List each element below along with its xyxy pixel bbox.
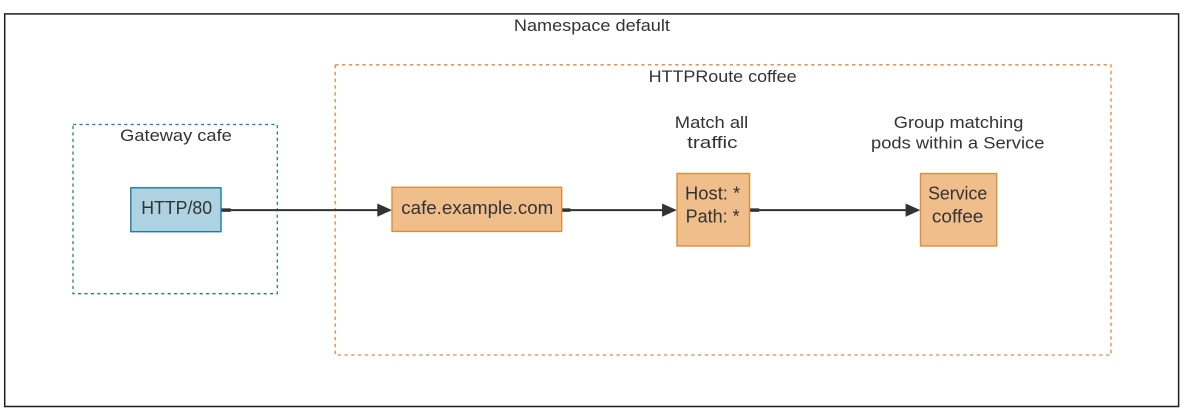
svg-text:Host: *: Host: * xyxy=(685,183,740,204)
svg-text:HTTP/80: HTTP/80 xyxy=(141,197,212,218)
svg-text:Gateway cafe: Gateway cafe xyxy=(120,126,232,145)
svg-text:pods within a Service: pods within a Service xyxy=(871,133,1044,152)
svg-text:traffic: traffic xyxy=(687,133,738,152)
svg-text:Service: Service xyxy=(928,183,987,204)
svg-text:HTTPRoute coffee: HTTPRoute coffee xyxy=(649,67,797,86)
svg-text:coffee: coffee xyxy=(932,205,984,226)
svg-text:Namespace default: Namespace default xyxy=(514,16,670,35)
svg-text:Match all: Match all xyxy=(675,113,748,132)
svg-text:Path: *: Path: * xyxy=(686,205,740,226)
svg-text:cafe.example.com: cafe.example.com xyxy=(401,197,553,218)
svg-text:Group matching: Group matching xyxy=(894,113,1024,132)
